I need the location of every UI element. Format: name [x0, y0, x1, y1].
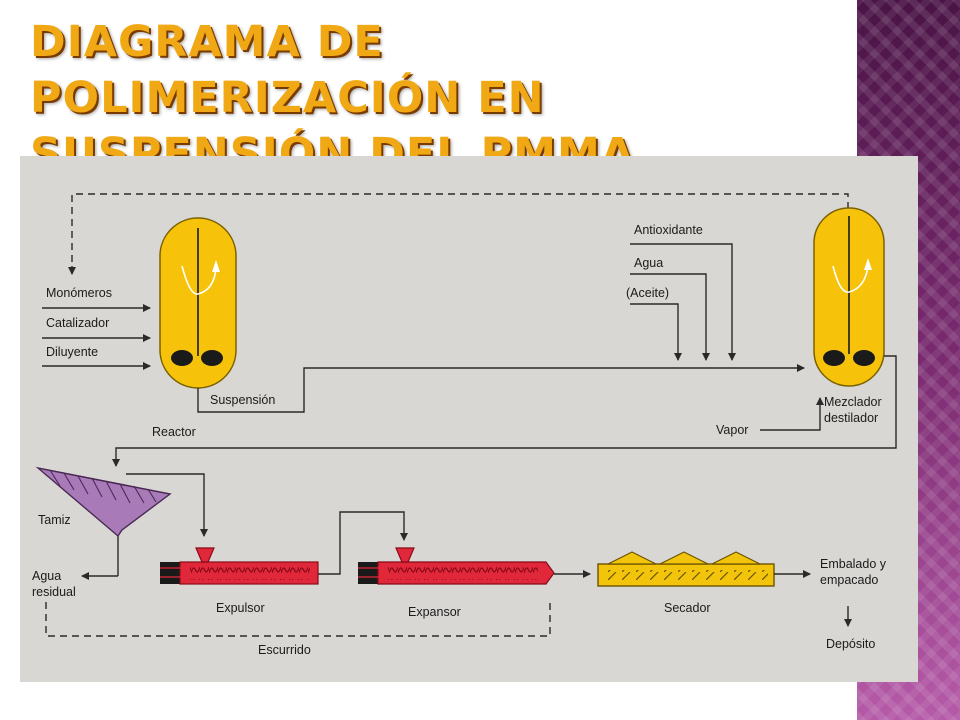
label-expulsor: Expulsor: [216, 601, 265, 615]
label-aceite: (Aceite): [626, 286, 669, 300]
diagram-background: [20, 156, 918, 682]
label-deposito: Depósito: [826, 637, 875, 651]
label-suspension: Suspensión: [210, 393, 275, 407]
expulsor-to-expansor-line: [318, 511, 408, 575]
label-escurrido: Escurrido: [258, 643, 311, 657]
label-embalado-line1: Embalado y: [820, 557, 887, 571]
label-agua-residual-line1: Agua: [32, 569, 61, 583]
label-catalizador: Catalizador: [46, 316, 109, 330]
label-mezclador-line1: Mezclador: [824, 395, 882, 409]
mixer-outlet-line: [112, 355, 897, 467]
mixer-distiller-vessel: [813, 207, 885, 387]
reactor-vessel: [159, 217, 237, 389]
additive-arrows: [630, 243, 736, 361]
label-reactor: Reactor: [152, 425, 196, 439]
reactor-feed-arrows: [42, 304, 151, 370]
suspension-flow-line: [197, 364, 805, 413]
steam-line: [760, 397, 824, 431]
label-antioxidante: Antioxidante: [634, 223, 703, 237]
expulsor-extruder: [160, 547, 319, 585]
drain-dashed-line: [45, 602, 551, 637]
sieve-tamiz: [35, 466, 172, 576]
label-expansor: Expansor: [408, 605, 461, 619]
label-vapor: Vapor: [716, 423, 748, 437]
label-tamiz: Tamiz: [38, 513, 71, 527]
sieve-to-expulsor-line: [126, 473, 208, 537]
label-agua-residual-line2: residual: [32, 585, 76, 599]
label-monomeros: Monómeros: [46, 286, 112, 300]
process-diagram: Monómeros Catalizador Diluyente Suspensi…: [20, 156, 918, 682]
recycle-dashed-line: [71, 193, 849, 274]
label-diluyente: Diluyente: [46, 345, 98, 359]
label-embalado-line2: empacado: [820, 573, 878, 587]
label-agua-additive: Agua: [634, 256, 663, 270]
label-mezclador-line2: destilador: [824, 411, 878, 425]
dryer-secador: [597, 551, 775, 587]
expansor-extruder: [358, 547, 555, 585]
label-secador: Secador: [664, 601, 711, 615]
